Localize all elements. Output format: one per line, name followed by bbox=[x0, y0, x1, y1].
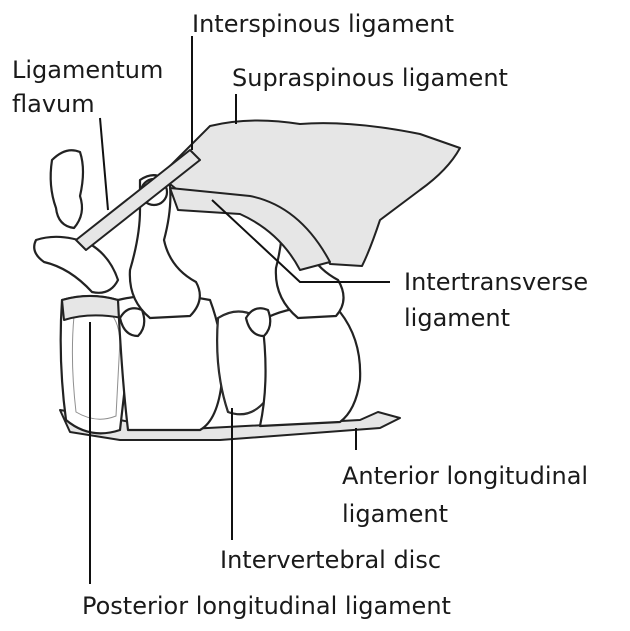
label-interspinous-ligament: Interspinous ligament bbox=[192, 10, 454, 38]
label-posterior-longitudinal-ligament: Posterior longitudinal ligament bbox=[82, 592, 451, 620]
right-facet bbox=[244, 307, 272, 338]
left-body-top-cap bbox=[61, 295, 123, 321]
leader-intertransverse bbox=[211, 199, 390, 283]
left-transverse-process bbox=[33, 235, 120, 294]
right-vertebral-body bbox=[258, 306, 362, 428]
label-anterior-line1: Anterior longitudinal bbox=[342, 462, 588, 490]
label-intervertebral-disc: Intervertebral disc bbox=[220, 546, 441, 574]
label-supraspinous-ligament: Supraspinous ligament bbox=[232, 64, 508, 92]
ligamentum-flavum-shape bbox=[75, 149, 201, 251]
label-intertransverse-line2: ligament bbox=[404, 304, 510, 332]
interspinous-ligament-shape bbox=[169, 187, 331, 271]
leader-ligamentum-flavum bbox=[99, 117, 109, 211]
label-intertransverse-line1: Intertransverse bbox=[404, 268, 588, 296]
middle-spinous-column bbox=[128, 174, 201, 320]
middle-facet bbox=[118, 307, 146, 338]
label-ligamentum-flavum-line1: Ligamentum bbox=[12, 56, 163, 84]
label-ligamentum-flavum-line2: flavum bbox=[12, 90, 95, 118]
label-anterior-line2: ligament bbox=[342, 500, 448, 528]
left-superior-process bbox=[49, 149, 85, 230]
